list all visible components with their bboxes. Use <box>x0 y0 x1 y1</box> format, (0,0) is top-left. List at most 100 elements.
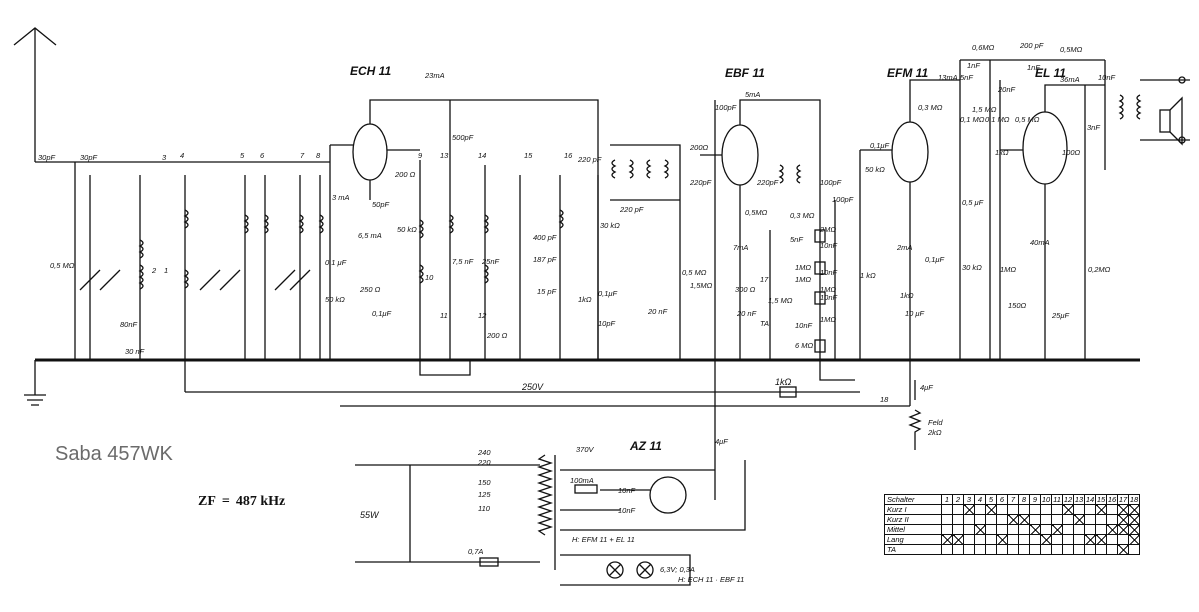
c500pf-label: 500pF <box>452 133 474 142</box>
switch-open-cell <box>1007 524 1019 535</box>
r1k-d-label: 1kΩ <box>995 148 1009 157</box>
switch-table-row: Kurz II <box>884 514 1140 525</box>
switch-open-cell <box>1084 544 1096 555</box>
c187pf-label: 187 pF <box>533 255 557 264</box>
tap-150-label: 150 <box>478 478 491 487</box>
switch-closed-mark <box>1095 534 1107 545</box>
r15m-b-label: 1,5 MΩ <box>768 296 793 305</box>
fuse-label: 0,7A <box>468 547 483 556</box>
r30k-label: 30 kΩ <box>600 221 620 230</box>
r05m-e-label: 0,5 MΩ <box>1015 115 1040 124</box>
switch-open-cell <box>963 524 975 535</box>
c25uf-label: 25μF <box>1051 311 1069 320</box>
switch-table-header-label: Schalter <box>884 494 942 505</box>
switch-open-cell <box>1106 504 1118 515</box>
r1m-d-label: 1MΩ <box>820 315 836 324</box>
ech11-tube <box>352 123 388 181</box>
switch-closed-mark <box>941 534 953 545</box>
switch-table-column-number: 5 <box>985 494 997 505</box>
switch-open-cell <box>996 514 1008 525</box>
i13ma-label: 13mA <box>938 73 958 82</box>
c01uf-c-label: 0,1μF <box>598 289 618 298</box>
el11-label: EL 11 <box>1035 66 1066 80</box>
switch-12-label: 12 <box>478 311 487 320</box>
r02m-label: 0,2MΩ <box>1088 265 1111 274</box>
r01m-label: 0,1 MΩ <box>960 115 985 124</box>
switch-closed-mark <box>1062 504 1074 515</box>
switch-open-cell <box>1040 544 1052 555</box>
heater-ech-ebf-label: H: ECH 11 · EBF 11 <box>678 575 744 584</box>
switch-table-row-label: TA <box>884 544 942 555</box>
r15m-label: 1,5MΩ <box>690 281 713 290</box>
c1nf-b-label: 1nF <box>1027 63 1040 72</box>
c05uf-label: 0,5 μF <box>962 198 984 207</box>
r1k-label: 1kΩ <box>578 295 592 304</box>
tap-240-label: 240 <box>477 448 491 457</box>
switch-open-cell <box>941 544 953 555</box>
r200o-label: 200Ω <box>689 143 709 152</box>
switch-open-cell <box>1051 544 1063 555</box>
switch-3-label: 3 <box>162 153 167 162</box>
if-frequency-note: ZF=487 kHz <box>195 494 288 510</box>
r1k-c-label: 1kΩ <box>900 291 914 300</box>
c5nf-label: 5nF <box>790 235 803 244</box>
r50k-c-label: 50 kΩ <box>865 165 885 174</box>
efm11-tube <box>891 121 929 183</box>
switch-open-cell <box>1062 544 1074 555</box>
r1m-a-label: 1MΩ <box>795 263 811 272</box>
r1m-e-label: 1MΩ <box>1000 265 1016 274</box>
switch-open-cell <box>1051 514 1063 525</box>
switch-open-cell <box>1040 524 1052 535</box>
r03m-b-label: 0,3 MΩ <box>918 103 943 112</box>
switch-16-label: 16 <box>564 151 573 160</box>
switch-table-column-number: 13 <box>1073 494 1085 505</box>
c10nf-c-label: 10nF <box>820 293 838 302</box>
c10nf-a-label: 10nF <box>820 241 838 250</box>
tap-125-label: 125 <box>478 490 491 499</box>
c20nf-a-label: 20 nF <box>647 307 668 316</box>
switch-table-column-number: 2 <box>952 494 964 505</box>
switch-table-column-number: 10 <box>1040 494 1052 505</box>
switch-closed-mark <box>1117 544 1129 555</box>
switch-closed-mark <box>1128 534 1140 545</box>
switch-closed-mark <box>1084 534 1096 545</box>
c01uf-b-label: 0,1μF <box>372 309 392 318</box>
switch-open-cell <box>1029 504 1041 515</box>
switch-15-label: 15 <box>524 151 533 160</box>
v250-label: 250V <box>521 382 544 392</box>
switch-table-column-number: 4 <box>974 494 986 505</box>
switch-open-cell <box>1095 514 1107 525</box>
switch-table-column-number: 15 <box>1095 494 1107 505</box>
c30pf-b-label: 30pF <box>80 153 98 162</box>
c5nf-b-label: 5nF <box>960 73 973 82</box>
switch-table-column-number: 9 <box>1029 494 1041 505</box>
switch-closed-mark <box>1029 524 1041 535</box>
switch-open-cell <box>1007 504 1019 515</box>
switch-table-column-number: 8 <box>1018 494 1030 505</box>
ground-symbol <box>24 360 46 406</box>
c01uf-a-label: 0,1 μF <box>325 258 347 267</box>
c10pf-label: 10pF <box>598 319 616 328</box>
az11-tube <box>649 476 687 514</box>
switch-10-label: 10 <box>425 273 434 282</box>
i40ma-label: 40mA <box>1030 238 1050 247</box>
switch-open-cell <box>1018 534 1030 545</box>
r300-label: 300 Ω <box>735 285 756 294</box>
ebf11-tube <box>721 124 759 186</box>
switch-table-row: TA <box>884 544 1140 555</box>
switch-open-cell <box>963 514 975 525</box>
c20nf-c-label: 20nF <box>997 85 1016 94</box>
i5ma-label: 5mA <box>745 90 760 99</box>
switch-open-cell <box>974 534 986 545</box>
switch-open-cell <box>952 544 964 555</box>
r1m-b-label: 1MΩ <box>795 275 811 284</box>
switch-open-cell <box>985 524 997 535</box>
switch-open-cell <box>985 534 997 545</box>
switch-open-cell <box>1029 514 1041 525</box>
i65ma-label: 6,5 mA <box>358 231 382 240</box>
switch-open-cell <box>952 524 964 535</box>
c80nf-label: 80nF <box>120 320 138 329</box>
r200-label: 200 Ω <box>394 170 416 179</box>
r1k-e-label: 1kΩ <box>775 377 792 387</box>
